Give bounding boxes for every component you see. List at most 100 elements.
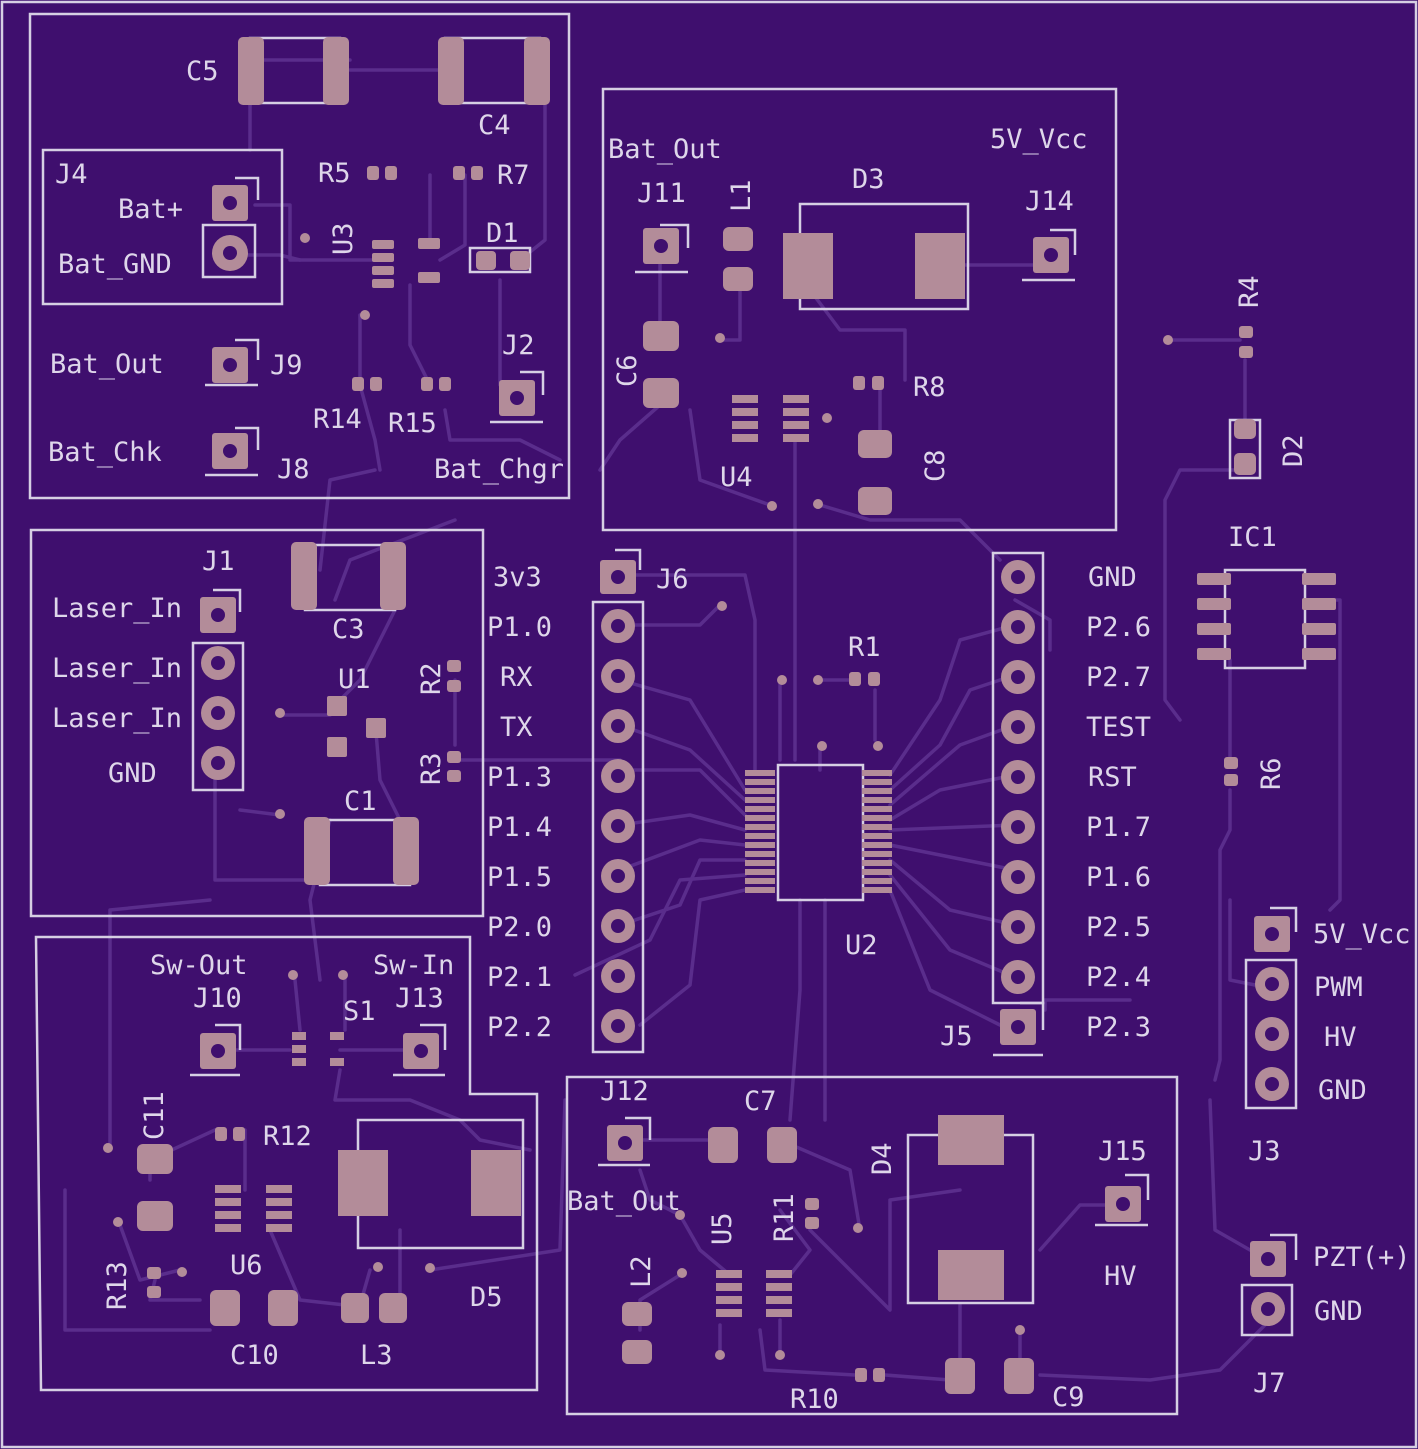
label-c9: C9 bbox=[1052, 1382, 1085, 1413]
label-j8: J8 bbox=[277, 454, 310, 485]
label-gnd-a: GND bbox=[108, 758, 157, 789]
label-d2: D2 bbox=[1278, 434, 1309, 467]
label-c6: C6 bbox=[612, 354, 643, 387]
label-r10: R10 bbox=[790, 1384, 839, 1415]
label-j6: J6 bbox=[656, 564, 689, 595]
label-bat-out-c: Bat_Out bbox=[567, 1186, 681, 1217]
label-u2: U2 bbox=[845, 930, 878, 961]
label-p16: P1.6 bbox=[1086, 862, 1151, 893]
label-j2: J2 bbox=[502, 330, 535, 361]
label-j11: J11 bbox=[637, 178, 686, 209]
label-u6: U6 bbox=[230, 1250, 263, 1281]
label-hv-a: HV bbox=[1324, 1022, 1357, 1053]
label-test: TEST bbox=[1086, 712, 1151, 743]
label-j12: J12 bbox=[600, 1076, 649, 1107]
label-j9: J9 bbox=[270, 350, 303, 381]
battery-section-outline bbox=[28, 12, 571, 500]
label-c10: C10 bbox=[230, 1340, 279, 1371]
label-laser-in-1: Laser_In bbox=[52, 593, 182, 624]
label-r11: R11 bbox=[769, 1193, 800, 1242]
label-r1: R1 bbox=[848, 632, 881, 663]
label-s1: S1 bbox=[343, 996, 376, 1027]
u2-pads bbox=[745, 770, 892, 893]
label-c4: C4 bbox=[478, 110, 511, 141]
silkscreen-labels: C5 C4 J4 Bat+ Bat_GND R5 R7 U3 D1 Bat_Ou… bbox=[48, 56, 1411, 1415]
label-r5: R5 bbox=[318, 158, 351, 189]
label-r6: R6 bbox=[1256, 757, 1287, 790]
label-bat-gnd: Bat_GND bbox=[58, 249, 172, 280]
label-tx: TX bbox=[500, 712, 533, 743]
label-sw-out: Sw-Out bbox=[150, 950, 248, 981]
label-d3: D3 bbox=[852, 164, 885, 195]
label-p26: P2.6 bbox=[1086, 612, 1151, 643]
label-u5: U5 bbox=[707, 1212, 738, 1245]
label-laser-in-3: Laser_In bbox=[52, 703, 182, 734]
label-5v-vcc-b: 5V_Vcc bbox=[1313, 919, 1411, 950]
label-p24: P2.4 bbox=[1086, 962, 1151, 993]
label-j3: J3 bbox=[1248, 1136, 1281, 1167]
label-r3: R3 bbox=[416, 752, 447, 785]
label-bat-plus: Bat+ bbox=[118, 194, 183, 225]
label-3v3: 3v3 bbox=[493, 562, 542, 593]
label-j10: J10 bbox=[193, 983, 242, 1014]
label-u3: U3 bbox=[328, 222, 359, 255]
label-l3: L3 bbox=[360, 1340, 393, 1371]
label-j1: J1 bbox=[202, 546, 235, 577]
label-r15: R15 bbox=[388, 408, 437, 439]
label-j14: J14 bbox=[1025, 186, 1074, 217]
label-ic1: IC1 bbox=[1228, 522, 1277, 553]
label-p25: P2.5 bbox=[1086, 912, 1151, 943]
label-5v-vcc-a: 5V_Vcc bbox=[990, 124, 1088, 155]
label-bat-out-a: Bat_Out bbox=[50, 349, 164, 380]
copper-pads bbox=[137, 37, 1336, 1394]
hv-section-outline bbox=[565, 1075, 1179, 1416]
label-bat-out-b: Bat_Out bbox=[608, 134, 722, 165]
label-c8: C8 bbox=[920, 449, 951, 482]
label-c7: C7 bbox=[744, 1086, 777, 1117]
label-gnd-c: GND bbox=[1318, 1075, 1367, 1106]
label-p23: P2.3 bbox=[1086, 1012, 1151, 1043]
boost-5v-section-outline bbox=[601, 87, 1118, 532]
label-d1: D1 bbox=[486, 218, 519, 249]
label-j5: J5 bbox=[940, 1021, 973, 1052]
label-c3: C3 bbox=[332, 614, 365, 645]
label-rx: RX bbox=[500, 662, 533, 693]
label-bat-chk: Bat_Chk bbox=[48, 437, 162, 468]
label-sw-in: Sw-In bbox=[373, 950, 454, 981]
label-c1: C1 bbox=[344, 786, 377, 817]
label-p27: P2.7 bbox=[1086, 662, 1151, 693]
label-u4: U4 bbox=[720, 462, 753, 493]
label-j13: J13 bbox=[395, 983, 444, 1014]
vias bbox=[103, 233, 1173, 1360]
label-gnd-b: GND bbox=[1088, 562, 1137, 593]
label-r12: R12 bbox=[263, 1121, 312, 1152]
laser-section-outline bbox=[29, 528, 485, 918]
label-laser-in-2: Laser_In bbox=[52, 653, 182, 684]
label-pwm: PWM bbox=[1314, 972, 1363, 1003]
label-pzt: PZT(+) bbox=[1313, 1242, 1411, 1273]
label-j7: J7 bbox=[1253, 1368, 1286, 1399]
label-j4: J4 bbox=[55, 159, 88, 190]
label-l2: L2 bbox=[626, 1255, 657, 1288]
label-d5: D5 bbox=[470, 1282, 503, 1313]
label-c5: C5 bbox=[186, 56, 219, 87]
label-p10: P1.0 bbox=[487, 612, 552, 643]
label-p20: P2.0 bbox=[487, 912, 552, 943]
label-bat-chgr: Bat_Chgr bbox=[434, 454, 564, 485]
label-hv-b: HV bbox=[1104, 1261, 1137, 1292]
label-gnd-d: GND bbox=[1314, 1296, 1363, 1327]
label-r7: R7 bbox=[497, 160, 530, 191]
label-rst: RST bbox=[1088, 762, 1137, 793]
label-r4: R4 bbox=[1234, 275, 1265, 308]
label-u1: U1 bbox=[338, 664, 371, 695]
label-p14: P1.4 bbox=[487, 812, 552, 843]
label-p21: P2.1 bbox=[487, 962, 552, 993]
label-p17: P1.7 bbox=[1086, 812, 1151, 843]
j4-outline bbox=[41, 148, 284, 306]
label-r2: R2 bbox=[416, 662, 447, 695]
drill-holes bbox=[211, 196, 1279, 1316]
label-d4: D4 bbox=[867, 1142, 898, 1175]
label-r13: R13 bbox=[102, 1261, 133, 1310]
